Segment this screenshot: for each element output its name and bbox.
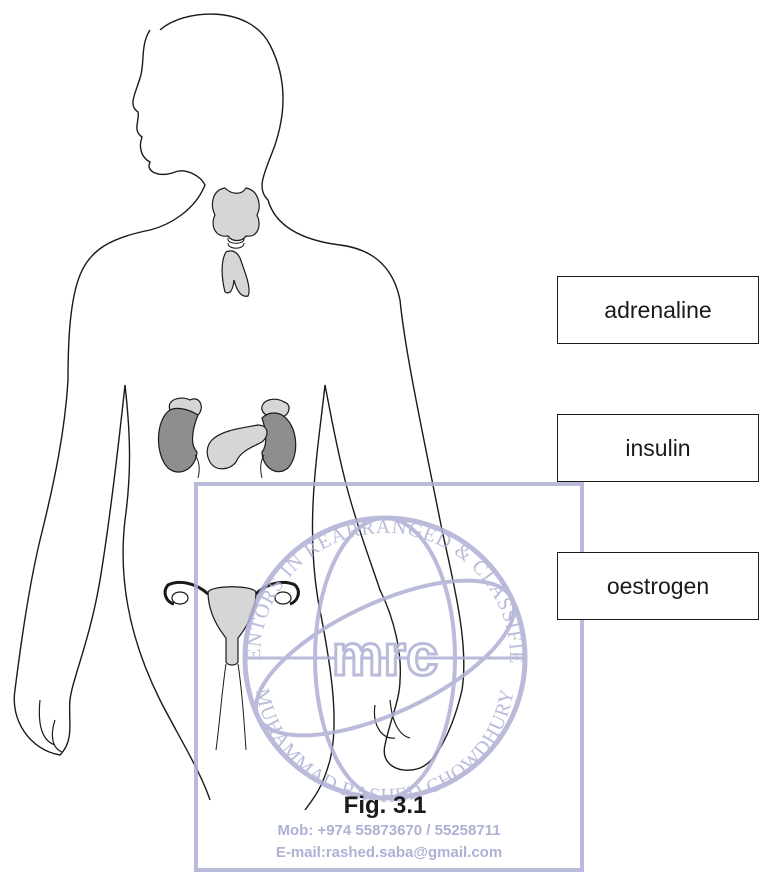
insulin-label: insulin: [625, 435, 690, 462]
adrenaline-label: adrenaline: [604, 297, 711, 324]
oestrogen-label-box: oestrogen: [557, 552, 759, 620]
watermark-ring-top: MENTORS IN REARRANGED & CLASSIFIED: [0, 0, 527, 664]
thyroid-gland: [212, 188, 259, 241]
body-outline: [14, 14, 464, 810]
left-hand: [39, 700, 62, 752]
watermark-mobile: Mob: +974 55873670 / 55258711: [196, 822, 582, 839]
figure-caption: Fig. 3.1: [330, 792, 440, 820]
watermark-logo: mrc: [332, 623, 438, 688]
left-kidney: [158, 408, 198, 472]
insulin-label-box: insulin: [557, 414, 759, 482]
right-kidney: [262, 413, 296, 472]
adrenaline-label-box: adrenaline: [557, 276, 759, 344]
vagina: [216, 664, 246, 750]
left-ovary: [172, 592, 188, 604]
thymus-gland: [222, 251, 249, 296]
pancreas: [207, 425, 267, 469]
watermark-email: E-mail:rashed.saba@gmail.com: [196, 844, 582, 861]
oestrogen-label: oestrogen: [607, 573, 709, 600]
